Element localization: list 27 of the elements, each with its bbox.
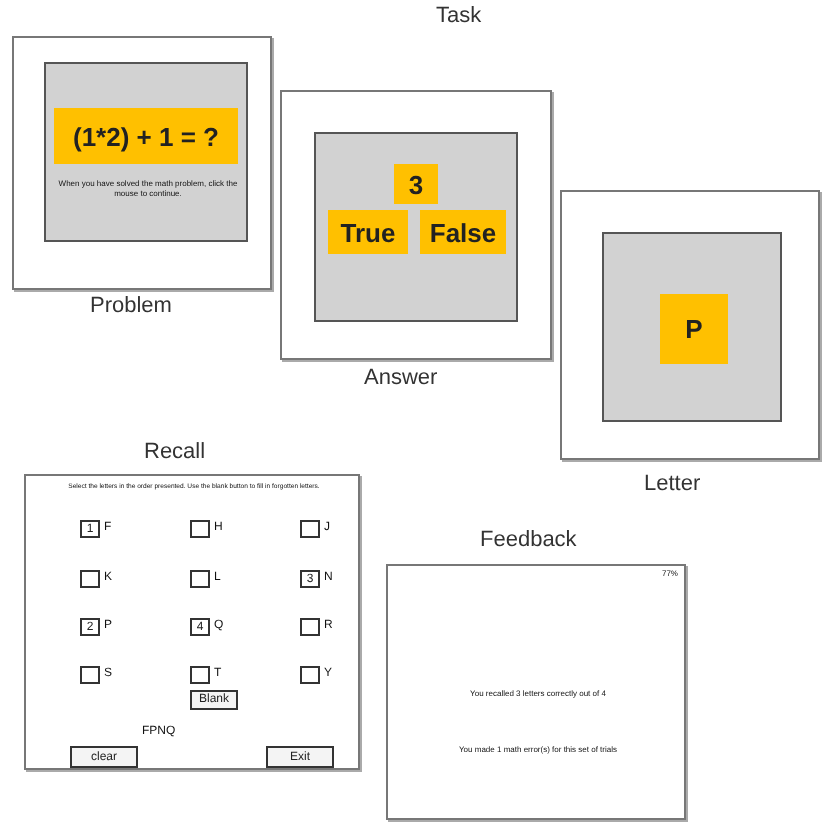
- checkbox: [300, 520, 320, 538]
- screen-frame: [280, 90, 552, 360]
- answer-tile: False: [420, 210, 506, 254]
- display-panel: [602, 232, 782, 422]
- screen-frame: [560, 190, 820, 460]
- screen-caption: Answer: [364, 366, 438, 390]
- screen-frame: [12, 36, 272, 290]
- checkbox: [190, 666, 210, 684]
- checkbox: [300, 666, 320, 684]
- answer-tile: True: [328, 210, 408, 254]
- answer-tile: 3: [394, 164, 438, 204]
- checkbox: [190, 570, 210, 588]
- answer-tile: P: [660, 294, 728, 364]
- screen-caption: Feedback: [480, 528, 577, 552]
- screen-caption: Recall: [144, 440, 206, 464]
- screen-caption: Letter: [644, 472, 701, 496]
- screen-frame: [24, 474, 360, 770]
- checkbox: [80, 570, 100, 588]
- screen-frame: [386, 564, 686, 820]
- screen-caption: Problem: [90, 294, 172, 318]
- answer-tile: (1*2) + 1 = ?: [54, 108, 238, 164]
- diagram-title: Task: [436, 4, 482, 28]
- checkbox: [300, 618, 320, 636]
- checkbox: [190, 520, 210, 538]
- display-panel: [314, 132, 518, 322]
- display-panel: [44, 62, 248, 242]
- checkbox: [80, 666, 100, 684]
